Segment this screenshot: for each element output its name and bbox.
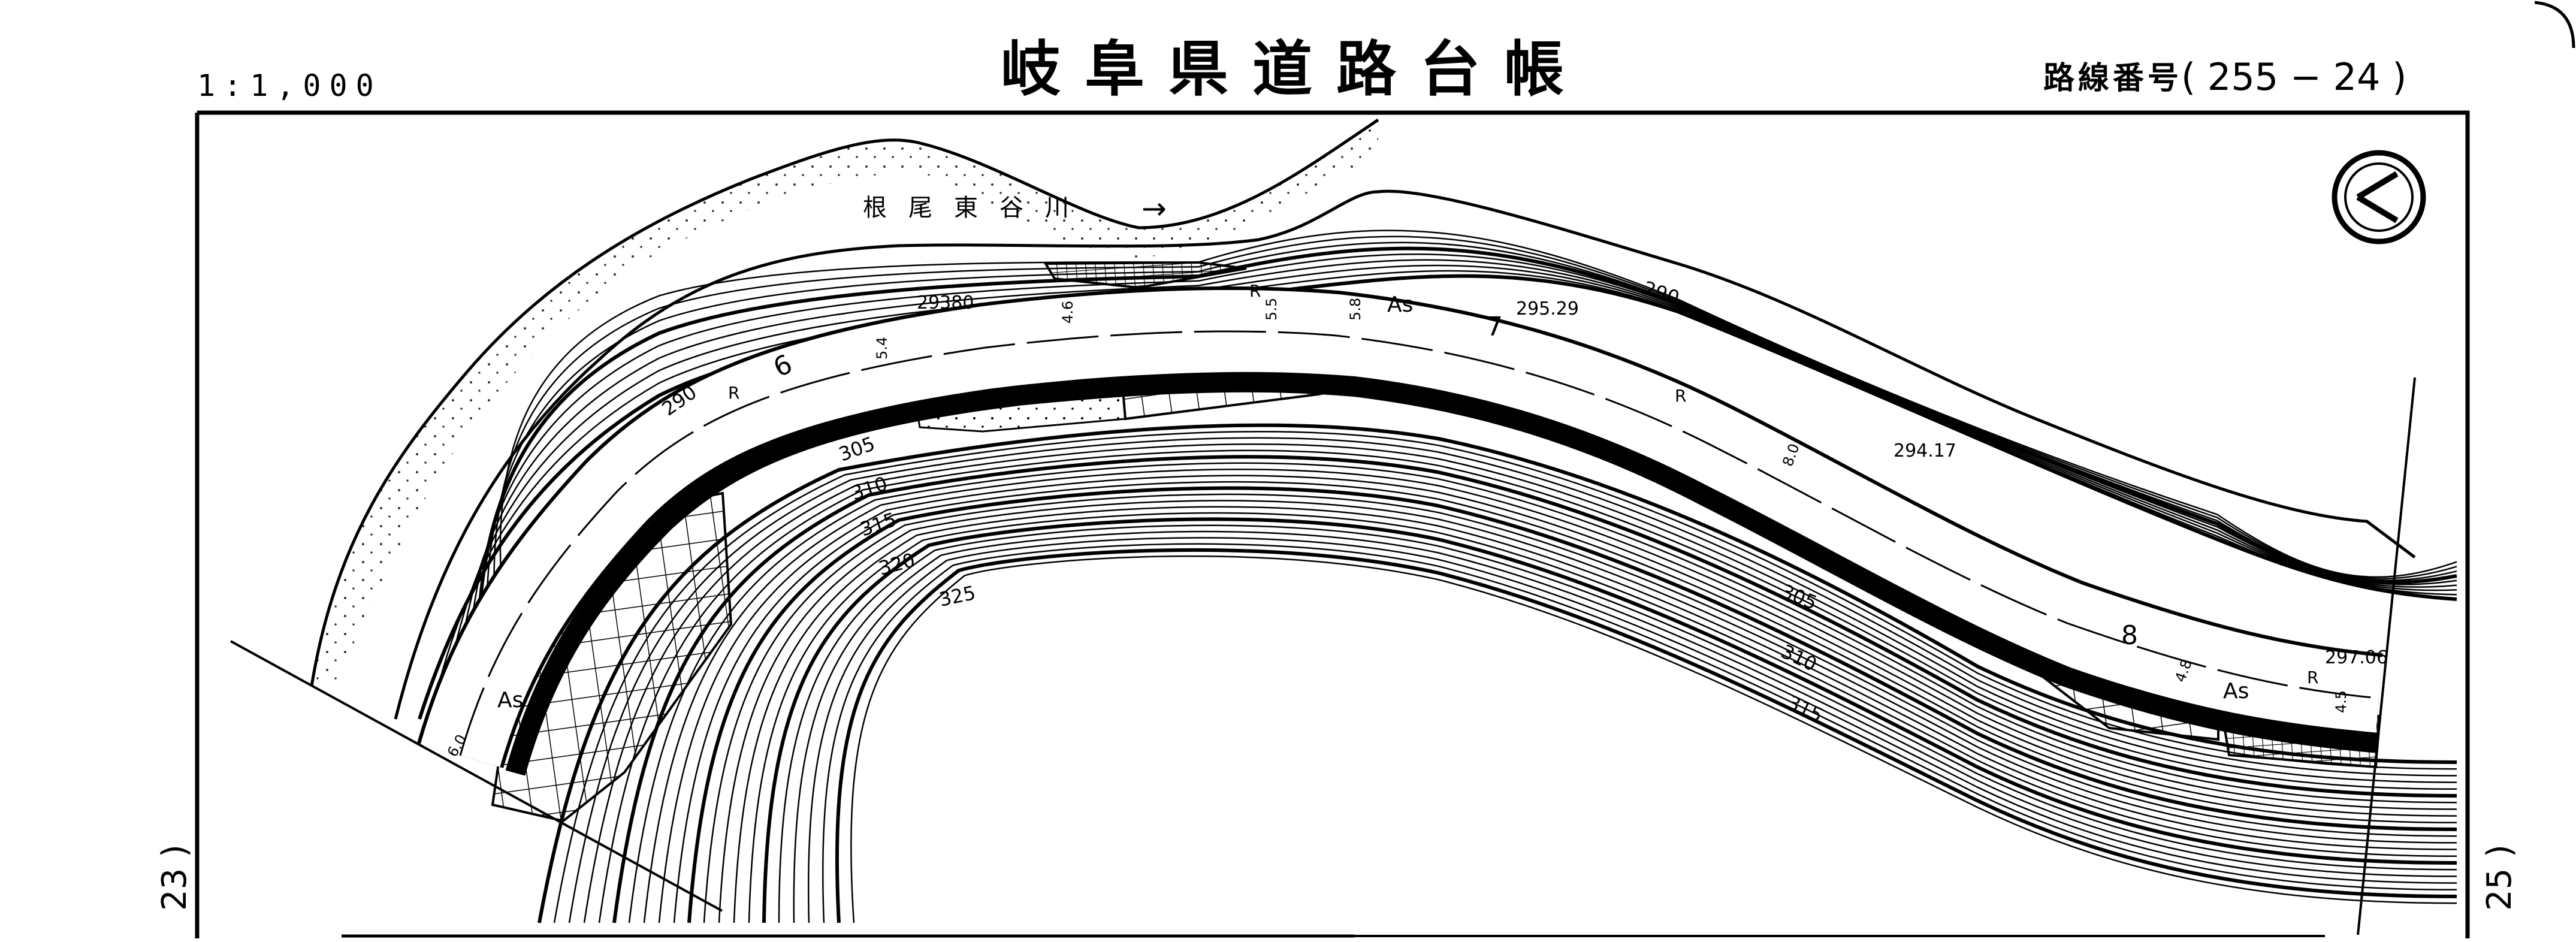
contour-line: [598, 449, 2457, 923]
next-sheet-ref: 25 ): [2480, 844, 2519, 911]
contour-line: [628, 462, 2457, 923]
contour-line: [430, 270, 2457, 715]
contour-line: [703, 493, 2457, 923]
width-mark: 5.8: [1347, 298, 1364, 321]
elevation-label: 294.17: [1894, 440, 1956, 461]
contour-line: [733, 506, 2457, 923]
elevation-label: 295.29: [1516, 298, 1579, 319]
contour-line: [718, 500, 2457, 923]
contour-line: [643, 469, 2457, 923]
north-arrow-icon: [2332, 150, 2426, 244]
previous-sheet-ref: 23 ): [155, 844, 194, 911]
contour-line: [499, 230, 2457, 682]
road-mark: R: [728, 383, 739, 403]
width-mark: 5.5: [1263, 298, 1280, 321]
map-cut-line: [230, 640, 723, 912]
contour-line: [442, 264, 2457, 710]
road-center-line: [459, 330, 2379, 756]
pavement-label: As: [2223, 679, 2249, 704]
contour-line: [793, 530, 2457, 923]
contour-label: 310: [848, 472, 890, 505]
station-number: 8: [2121, 620, 2138, 651]
contour-line: [822, 543, 2457, 923]
contour-label: 320: [876, 548, 917, 580]
contour-line: [486, 241, 2457, 692]
pavement-label: As: [1387, 292, 1413, 317]
contour-line: [835, 548, 2457, 923]
contour-line: [850, 555, 2457, 923]
contour-line: [493, 236, 2457, 687]
route-number-label: 路線番号: [2043, 61, 2182, 96]
contour-line: [476, 246, 2457, 696]
road-mark: R: [1249, 281, 1261, 301]
road-side-gutter-inner: [508, 374, 2380, 775]
route-number: ( 255 − 24 ): [2181, 55, 2406, 99]
contour-line: [748, 512, 2457, 923]
contour-line: [673, 481, 2457, 923]
map-frame: [195, 110, 2470, 938]
contour-line: [778, 524, 2457, 923]
contour-line: [418, 274, 2457, 720]
contour-lines: [418, 230, 2457, 923]
contour-line: [687, 486, 2457, 923]
contour-line: [658, 475, 2457, 923]
river-wall: [1043, 261, 1247, 289]
contour-line: [454, 259, 2457, 705]
road-mark: R: [1675, 386, 1686, 406]
width-mark: 4.5: [2333, 690, 2349, 713]
contour-label: 315: [857, 508, 899, 541]
contour-label: 325: [937, 581, 978, 611]
elevation-label: 297.06: [2325, 647, 2388, 668]
road-mark: R: [2307, 668, 2318, 687]
page-title: 岐阜県道路台帳: [1001, 34, 1588, 104]
station-number: 7: [1486, 312, 1503, 342]
page-edge: [2534, 1, 2575, 49]
map-cut-line-right: [2357, 377, 2416, 935]
pavement-label: As: [497, 688, 523, 712]
scale-label: 1:1,000: [197, 68, 382, 103]
contour-line: [808, 537, 2457, 923]
elevation-label: 29380: [917, 292, 974, 313]
width-mark: 4.6: [1059, 301, 1076, 324]
width-mark: 5.4: [874, 337, 890, 360]
contour-line: [466, 253, 2457, 701]
river-flow-arrow: →: [1141, 191, 1167, 226]
terrain-edge: [394, 189, 2416, 720]
contour-line: [762, 517, 2457, 923]
river-name: 根尾東谷川: [863, 194, 1091, 222]
contour-label: 290: [1641, 276, 1683, 309]
contour-line: [612, 455, 2457, 923]
